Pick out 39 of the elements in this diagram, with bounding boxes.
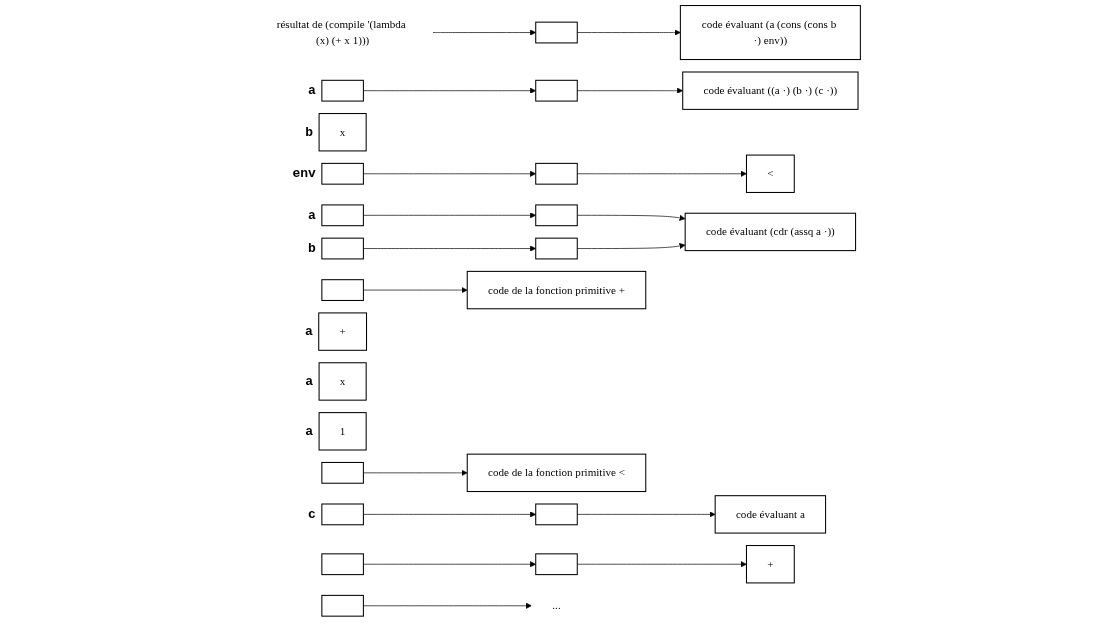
node-box bbox=[535, 503, 578, 526]
node-box bbox=[535, 237, 578, 260]
node-box bbox=[321, 162, 364, 185]
node-box: code évaluant a bbox=[714, 495, 827, 534]
row-label: a bbox=[308, 84, 316, 98]
row-label: a bbox=[308, 208, 316, 222]
node-box bbox=[535, 204, 578, 227]
node-box bbox=[321, 594, 364, 617]
node-box: 1 bbox=[318, 412, 367, 451]
row-label: b bbox=[305, 125, 314, 139]
row-label: env bbox=[292, 167, 316, 181]
node-box: code évaluant ((a ·) (b ·) (c ·)) bbox=[682, 71, 859, 110]
node-box: code de la fonction primitive + bbox=[466, 270, 647, 310]
node-box: code de la fonction primitive < bbox=[466, 453, 647, 493]
node-box bbox=[321, 461, 364, 484]
node-box bbox=[535, 162, 578, 185]
node-box bbox=[535, 21, 578, 44]
node-box: code évaluant (cdr (assq a ·)) bbox=[684, 212, 857, 252]
node-box: x bbox=[318, 362, 367, 401]
node-text: résultat de (compile '(lambda (x) (+ x 1))) bbox=[276, 18, 406, 47]
node-box bbox=[535, 553, 578, 576]
node-box: + bbox=[745, 545, 795, 584]
node-box: code évaluant (a (cons (cons b ·) env)) bbox=[679, 5, 861, 61]
node-text: ... bbox=[552, 599, 561, 612]
node-box bbox=[321, 553, 364, 576]
node-box bbox=[321, 279, 364, 301]
row-label: c bbox=[308, 507, 316, 521]
row-label: a bbox=[305, 374, 314, 388]
node-box bbox=[321, 503, 364, 526]
node-box: < bbox=[745, 154, 795, 193]
node-box bbox=[321, 204, 364, 227]
node-box: x bbox=[318, 113, 367, 152]
row-label: b bbox=[308, 242, 316, 256]
node-box: + bbox=[318, 312, 368, 351]
row-label: a bbox=[304, 325, 313, 339]
node-box bbox=[321, 237, 364, 260]
node-box bbox=[535, 79, 578, 102]
row-label: a bbox=[305, 424, 314, 438]
node-box bbox=[321, 79, 364, 102]
